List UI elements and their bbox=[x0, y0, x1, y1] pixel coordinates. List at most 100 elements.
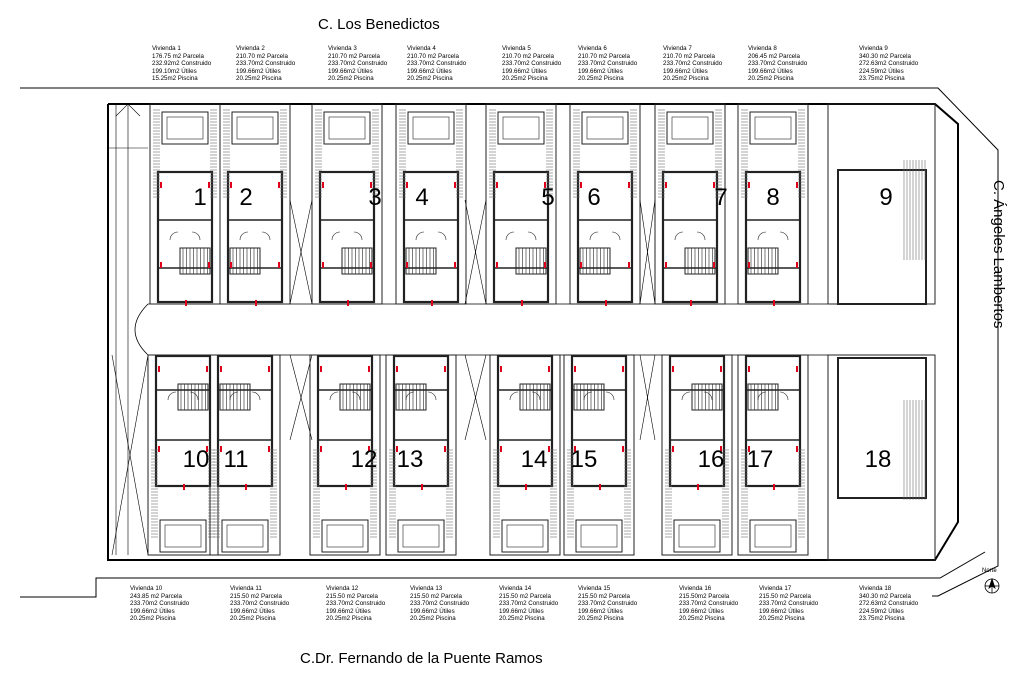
door-mark bbox=[158, 446, 160, 452]
door-mark bbox=[320, 366, 322, 372]
unit-info-line: 233.70m2 Construido bbox=[230, 600, 290, 608]
door-mark bbox=[368, 366, 370, 372]
door-mark bbox=[396, 446, 398, 452]
door-mark bbox=[697, 484, 699, 490]
paving-hatch bbox=[446, 449, 453, 538]
paving-hatch bbox=[213, 449, 220, 538]
pool-inner bbox=[678, 524, 716, 548]
door-mark bbox=[406, 182, 408, 188]
door-mark bbox=[220, 446, 222, 452]
unit-info-line: 199.10m2 Útiles bbox=[152, 67, 197, 75]
unit-number-10: 10 bbox=[182, 446, 210, 473]
unit-info-line: 340.30 m2 Parcela bbox=[859, 592, 911, 600]
unit-number-11: 11 bbox=[223, 446, 249, 473]
door-mark bbox=[444, 446, 446, 452]
pool-inner bbox=[502, 116, 540, 140]
paving-hatch bbox=[798, 109, 805, 198]
paving-hatch bbox=[208, 449, 215, 538]
door-mark bbox=[160, 182, 162, 188]
unit-info-line: 20.25m2 Piscina bbox=[663, 75, 709, 83]
door-mark bbox=[496, 182, 498, 188]
door-mark bbox=[268, 366, 270, 372]
unit-info-line: 206.45 m2 Parcela bbox=[748, 52, 800, 60]
house-top-4 bbox=[395, 103, 467, 305]
door-mark bbox=[574, 446, 576, 452]
housing-blocks bbox=[111, 103, 936, 561]
door-mark bbox=[454, 262, 456, 268]
pool bbox=[501, 519, 549, 553]
unit-info-line: 20.25m2 Piscina bbox=[759, 615, 805, 623]
door-mark bbox=[220, 366, 222, 372]
door-mark bbox=[206, 446, 208, 452]
staircase bbox=[515, 247, 547, 275]
unit-info-title: Vivienda 1 bbox=[152, 45, 181, 52]
unit-number-16: 16 bbox=[697, 446, 725, 473]
door-mark bbox=[158, 366, 160, 372]
unit-info-line: 199.66m2 Útiles bbox=[230, 607, 275, 615]
door-mark bbox=[160, 262, 162, 268]
parking-diagonal bbox=[464, 199, 487, 305]
unit-info-line: 243.85 m2 Parcela bbox=[130, 592, 182, 600]
paving-hatch bbox=[223, 109, 230, 198]
door-mark bbox=[672, 366, 674, 372]
unit-info-line: 199.66m2 Útiles bbox=[407, 67, 452, 75]
house-walls bbox=[226, 170, 284, 304]
unit-info-line: 272.63m2 Construido bbox=[859, 60, 919, 68]
unit-info-title: Vivienda 11 bbox=[230, 585, 262, 592]
unit-info-line: 199.66m2 Útiles bbox=[410, 607, 455, 615]
paving-hatch bbox=[399, 109, 406, 198]
unit-info-line: 199.66m2 Útiles bbox=[326, 607, 371, 615]
door-mark bbox=[796, 262, 798, 268]
unit-info-line: 199.66m2 Útiles bbox=[759, 607, 804, 615]
unit-info-line: 20.25m2 Piscina bbox=[499, 615, 545, 623]
door-mark bbox=[672, 446, 674, 452]
unit-info-line: 233.70m2 Construido bbox=[748, 60, 808, 68]
pool-inner bbox=[754, 524, 792, 548]
door-mark bbox=[748, 262, 750, 268]
door-marks bbox=[158, 182, 798, 490]
house-walls bbox=[576, 170, 634, 304]
unit-number-5: 5 bbox=[541, 184, 555, 211]
house-walls bbox=[402, 170, 460, 304]
door-mark bbox=[796, 446, 798, 452]
unit-info-line: 210.70 m2 Parcela bbox=[502, 52, 554, 60]
house-walls bbox=[318, 170, 376, 304]
paving-hatch bbox=[153, 109, 160, 198]
pool-inner bbox=[580, 524, 618, 548]
unit-info-line: 20.25m2 Piscina bbox=[502, 75, 548, 83]
pool-inner bbox=[236, 116, 274, 140]
door-swing bbox=[169, 231, 179, 241]
unit-info-line: 20.25m2 Piscina bbox=[748, 75, 794, 83]
door-swing bbox=[674, 231, 684, 241]
unit-info-line: 233.70m2 Construido bbox=[236, 60, 296, 68]
door-mark bbox=[665, 182, 667, 188]
unit-info-line: 15.25m2 Piscina bbox=[152, 75, 198, 83]
door-mark bbox=[322, 262, 324, 268]
unit-info-line: 233.70m2 Construido bbox=[578, 60, 638, 68]
unit-info-line: 199.66m2 Útiles bbox=[578, 67, 623, 75]
door-mark bbox=[720, 446, 722, 452]
unit-info-line: 23.75m2 Piscina bbox=[859, 75, 905, 83]
door-swing bbox=[589, 231, 599, 241]
unit-info-title: Vivienda 5 bbox=[502, 45, 531, 52]
paving-hatch bbox=[624, 449, 631, 538]
door-mark bbox=[278, 182, 280, 188]
door-swing bbox=[779, 391, 789, 401]
door-mark bbox=[500, 366, 502, 372]
unit-info-line: 233.70m2 Construido bbox=[328, 60, 388, 68]
staircase bbox=[579, 247, 611, 275]
unit-info-line: 20.25m2 Piscina bbox=[679, 615, 725, 623]
parking-diagonal bbox=[464, 354, 487, 441]
pool bbox=[497, 111, 545, 145]
house-top-6 bbox=[569, 103, 641, 305]
house-top-9 bbox=[827, 103, 936, 305]
unit-info-line: 210.70 m2 Parcela bbox=[328, 52, 380, 60]
unit-info-line: 224.59m2 Útiles bbox=[859, 67, 904, 75]
pool-inner bbox=[754, 116, 792, 140]
door-mark bbox=[396, 366, 398, 372]
door-mark bbox=[444, 366, 446, 372]
